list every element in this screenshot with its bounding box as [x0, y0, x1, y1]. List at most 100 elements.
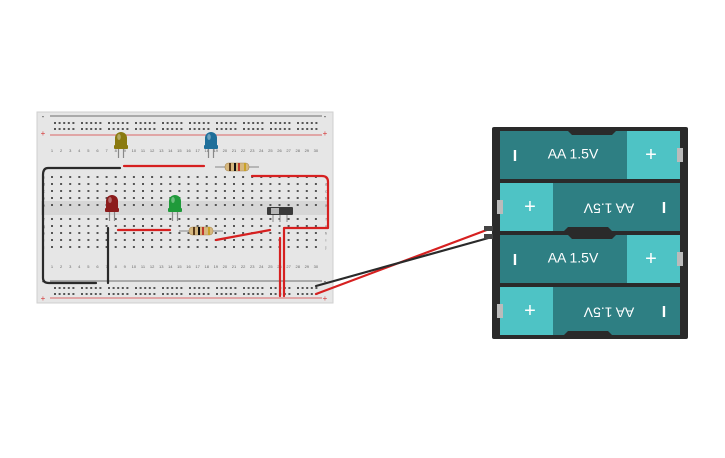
rail-hole[interactable] — [94, 128, 97, 130]
rail-hole[interactable] — [139, 293, 142, 295]
rail-hole[interactable] — [153, 287, 156, 289]
rail-hole[interactable] — [67, 293, 70, 295]
terminal-hole[interactable] — [169, 239, 172, 241]
rail-hole[interactable] — [171, 287, 174, 289]
terminal-hole[interactable] — [87, 204, 90, 206]
rail-hole[interactable] — [279, 122, 282, 124]
terminal-hole[interactable] — [51, 183, 53, 185]
rail-hole[interactable] — [274, 122, 277, 124]
rail-hole[interactable] — [58, 128, 61, 130]
terminal-hole[interactable] — [242, 204, 245, 206]
terminal-hole[interactable] — [278, 197, 281, 199]
slide-switch[interactable] — [267, 207, 293, 222]
rail-hole[interactable] — [301, 293, 304, 295]
rail-hole[interactable] — [297, 128, 299, 130]
rail-hole[interactable] — [288, 287, 291, 289]
terminal-hole[interactable] — [123, 204, 126, 206]
terminal-hole[interactable] — [69, 232, 72, 234]
rail-hole[interactable] — [256, 287, 259, 289]
terminal-hole[interactable] — [260, 197, 263, 199]
rail-hole[interactable] — [148, 128, 151, 130]
rail-hole[interactable] — [54, 287, 56, 289]
rail-hole[interactable] — [99, 293, 102, 295]
terminal-hole[interactable] — [251, 239, 254, 241]
yellow-led[interactable] — [114, 132, 128, 158]
terminal-hole[interactable] — [60, 204, 63, 206]
resistor-middle[interactable] — [179, 226, 223, 236]
rail-hole[interactable] — [198, 128, 201, 130]
terminal-hole[interactable] — [114, 218, 117, 220]
terminal-hole[interactable] — [296, 190, 299, 192]
terminal-hole[interactable] — [196, 190, 199, 192]
terminal-hole[interactable] — [296, 225, 299, 227]
terminal-hole[interactable] — [187, 218, 190, 220]
terminal-hole[interactable] — [314, 239, 317, 241]
rail-hole[interactable] — [85, 293, 88, 295]
terminal-hole[interactable] — [78, 176, 81, 178]
rail-hole[interactable] — [288, 293, 291, 295]
rail-hole[interactable] — [234, 128, 237, 130]
rail-hole[interactable] — [117, 293, 120, 295]
terminal-hole[interactable] — [205, 239, 208, 241]
rail-hole[interactable] — [252, 128, 255, 130]
terminal-hole[interactable] — [105, 218, 108, 220]
terminal-hole[interactable] — [105, 239, 108, 241]
terminal-hole[interactable] — [78, 225, 81, 227]
terminal-hole[interactable] — [60, 239, 63, 241]
rail-hole[interactable] — [72, 122, 75, 124]
terminal-hole[interactable] — [196, 246, 199, 248]
terminal-hole[interactable] — [223, 239, 226, 241]
terminal-hole[interactable] — [260, 190, 263, 192]
terminal-hole[interactable] — [242, 225, 245, 227]
terminal-hole[interactable] — [251, 225, 254, 227]
rail-hole[interactable] — [90, 287, 93, 289]
terminal-hole[interactable] — [78, 232, 81, 234]
terminal-hole[interactable] — [233, 218, 235, 220]
terminal-hole[interactable] — [132, 197, 135, 199]
terminal-hole[interactable] — [87, 225, 90, 227]
terminal-hole[interactable] — [142, 183, 144, 185]
terminal-hole[interactable] — [287, 197, 290, 199]
terminal-hole[interactable] — [260, 225, 263, 227]
terminal-hole[interactable] — [260, 232, 263, 234]
rail-hole[interactable] — [270, 122, 272, 124]
terminal-hole[interactable] — [214, 218, 217, 220]
rail-hole[interactable] — [121, 293, 124, 295]
rail-hole[interactable] — [166, 287, 169, 289]
terminal-hole[interactable] — [160, 204, 163, 206]
rail-hole[interactable] — [72, 293, 75, 295]
rail-hole[interactable] — [148, 287, 151, 289]
rail-hole[interactable] — [225, 122, 228, 124]
terminal-hole[interactable] — [132, 246, 135, 248]
rail-hole[interactable] — [99, 128, 102, 130]
terminal-hole[interactable] — [251, 204, 254, 206]
terminal-hole[interactable] — [178, 225, 181, 227]
terminal-hole[interactable] — [223, 183, 226, 185]
rail-hole[interactable] — [117, 128, 120, 130]
rail-hole[interactable] — [247, 287, 250, 289]
terminal-hole[interactable] — [314, 190, 317, 192]
components[interactable] — [105, 132, 293, 236]
terminal-hole[interactable] — [132, 239, 135, 241]
terminal-hole[interactable] — [160, 218, 163, 220]
rail-hole[interactable] — [171, 293, 174, 295]
terminal-hole[interactable] — [242, 197, 245, 199]
rail-hole[interactable] — [261, 293, 264, 295]
rail-hole[interactable] — [220, 122, 223, 124]
terminal-hole[interactable] — [60, 197, 63, 199]
terminal-hole[interactable] — [223, 190, 226, 192]
blue-led[interactable] — [204, 132, 218, 158]
rail-hole[interactable] — [63, 287, 66, 289]
rail-hole[interactable] — [274, 128, 277, 130]
rail-hole[interactable] — [189, 122, 191, 124]
rail-hole[interactable] — [121, 287, 124, 289]
rail-hole[interactable] — [256, 128, 259, 130]
terminal-hole[interactable] — [223, 204, 226, 206]
rail-hole[interactable] — [270, 293, 272, 295]
rail-hole[interactable] — [144, 128, 147, 130]
terminal-hole[interactable] — [142, 239, 144, 241]
terminal-hole[interactable] — [187, 225, 190, 227]
rail-hole[interactable] — [306, 293, 309, 295]
rail-hole[interactable] — [202, 287, 205, 289]
